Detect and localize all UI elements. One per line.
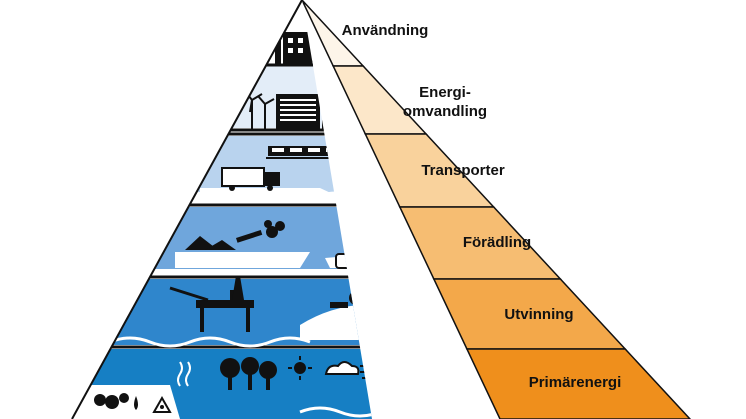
tier-label-utvinning: Utvinning (504, 306, 574, 323)
radiation-icon (152, 395, 172, 413)
excavator-icon (404, 312, 446, 341)
tier-band-primarenergi (465, 348, 692, 419)
rock-icon (94, 393, 129, 409)
wave-line (299, 406, 372, 418)
sun-icon (288, 356, 312, 380)
wind-icon (360, 361, 372, 383)
oil-platform-icon (169, 276, 254, 332)
heat-waves-icon (177, 361, 191, 387)
truck-icon (221, 167, 280, 191)
coal-heap-icon (185, 236, 236, 250)
conveyor-icon (236, 220, 285, 243)
wave-line (109, 336, 311, 348)
band-foradling (72, 207, 372, 269)
pyramid-left-edge (71, 0, 303, 419)
tier-label-anvandning: Användning (341, 22, 429, 39)
tier-label-energiomvandling: Energi- omvandling (402, 84, 488, 120)
tier-label-foradling: Förädling (462, 234, 532, 251)
cloud-icon (324, 361, 360, 375)
tier-label-primarenergi: Primärenergi (528, 374, 622, 391)
power-plant-icon (276, 94, 338, 130)
tier-label-transporter: Transporter (421, 162, 505, 179)
pyramid-right-tiers (301, 0, 692, 419)
trees-icon (220, 357, 277, 390)
band-utvinning (72, 279, 372, 345)
refinery-icon (335, 253, 372, 269)
oil-drop-icon (134, 396, 138, 410)
